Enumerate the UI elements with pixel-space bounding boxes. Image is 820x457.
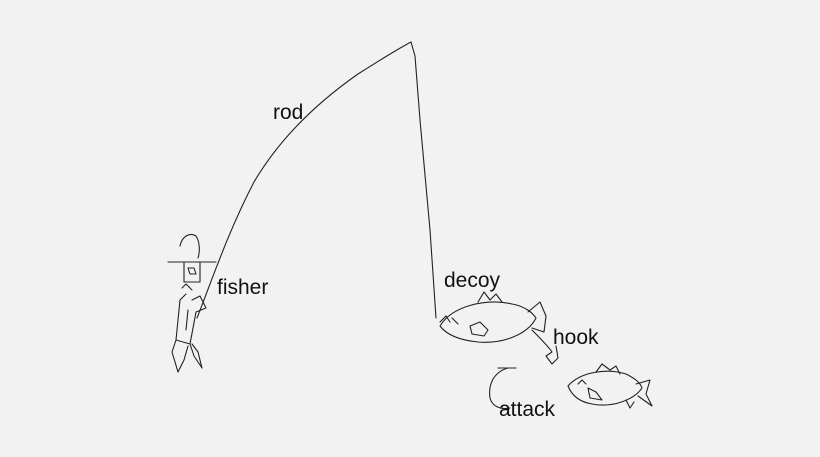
fishing-rod — [196, 41, 412, 319]
label-decoy: decoy — [444, 269, 501, 292]
label-hook: hook — [553, 326, 599, 349]
decoy-fish — [439, 291, 547, 343]
label-fisher: fisher — [217, 276, 269, 299]
attacker-dorsal-fin — [595, 363, 621, 375]
fisher-figure — [167, 233, 217, 373]
fishing-line — [410, 41, 437, 319]
fisher-hat — [167, 233, 217, 263]
attacker-body — [567, 370, 643, 406]
label-attack: attack — [499, 398, 556, 421]
decoy-tail — [527, 301, 547, 333]
fisher-legs — [171, 339, 203, 373]
attacker-tail — [635, 379, 653, 407]
decoy-dorsal-fin — [477, 291, 503, 303]
hook-line — [531, 329, 559, 365]
fisher-head — [183, 261, 201, 283]
decoy-body — [439, 301, 537, 343]
label-rod: rod — [273, 101, 304, 124]
attack-arrow — [489, 367, 517, 410]
fisher-body — [175, 293, 207, 345]
attacking-fish — [567, 363, 653, 409]
